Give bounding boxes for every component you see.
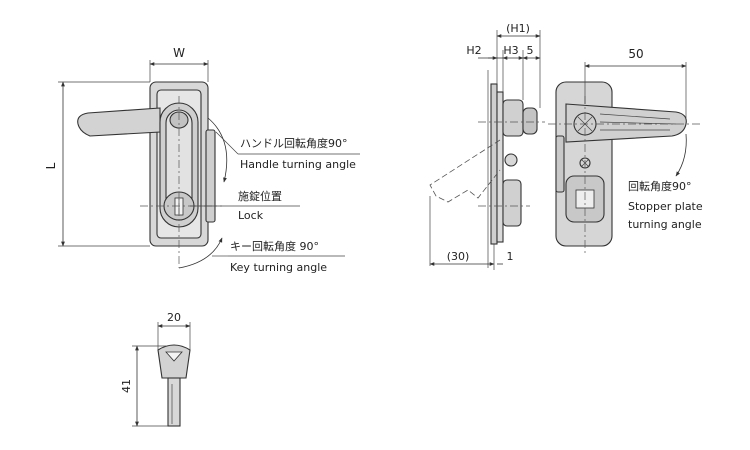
dim-41-label: 41 — [120, 379, 133, 393]
side-body-bottom — [502, 179, 522, 227]
key-head-hole — [165, 351, 183, 362]
dim-h3-label: H3 — [503, 44, 518, 57]
key-angle-jp: キー回転角度 90° — [230, 239, 319, 253]
side-knob — [522, 107, 538, 135]
handle-angle-en: Handle turning angle — [240, 158, 356, 171]
handle-angle-jp: ハンドル回転角度90° — [240, 136, 348, 150]
side-flange — [496, 91, 504, 243]
key-angle-en: Key turning angle — [230, 261, 327, 274]
front-side-rail — [205, 129, 216, 223]
key-view: 20 41 — [120, 311, 191, 427]
front-handle-arm — [77, 107, 161, 137]
stopper-en-line2: turning angle — [628, 218, 702, 231]
side-phantom-handle — [429, 139, 501, 203]
side-boss — [504, 153, 518, 167]
back-side-rail — [555, 135, 565, 193]
dim-l-label: L — [44, 162, 58, 169]
dim-h1-label: (H1) — [506, 22, 530, 35]
stopper-en-line1: Stopper plate — [628, 200, 703, 213]
side-view: (H1) H2 H3 5 (30) 1 — [429, 22, 545, 270]
lock-en: Lock — [238, 209, 264, 222]
dim-1-label: 1 — [507, 250, 514, 263]
front-view: W L ハンドル回転角度90° Handle turning angle 施錠位… — [44, 46, 360, 274]
dim-5-label: 5 — [527, 44, 534, 57]
stopper-angle-jp: 回転角度90° — [628, 179, 692, 193]
dim-h2-label: H2 — [466, 44, 481, 57]
key-shank — [167, 377, 181, 427]
side-panel-plate — [490, 83, 498, 245]
dim-50-label: 50 — [628, 47, 643, 61]
side-body-top — [502, 99, 524, 137]
lock-jp: 施錠位置 — [238, 189, 282, 203]
dim-w-label: W — [173, 46, 185, 60]
dim-20-label: 20 — [167, 311, 181, 324]
back-view: 50 回転角度90° Stopper plate turning angle — [548, 47, 703, 256]
dim-30-label: (30) — [447, 250, 470, 263]
